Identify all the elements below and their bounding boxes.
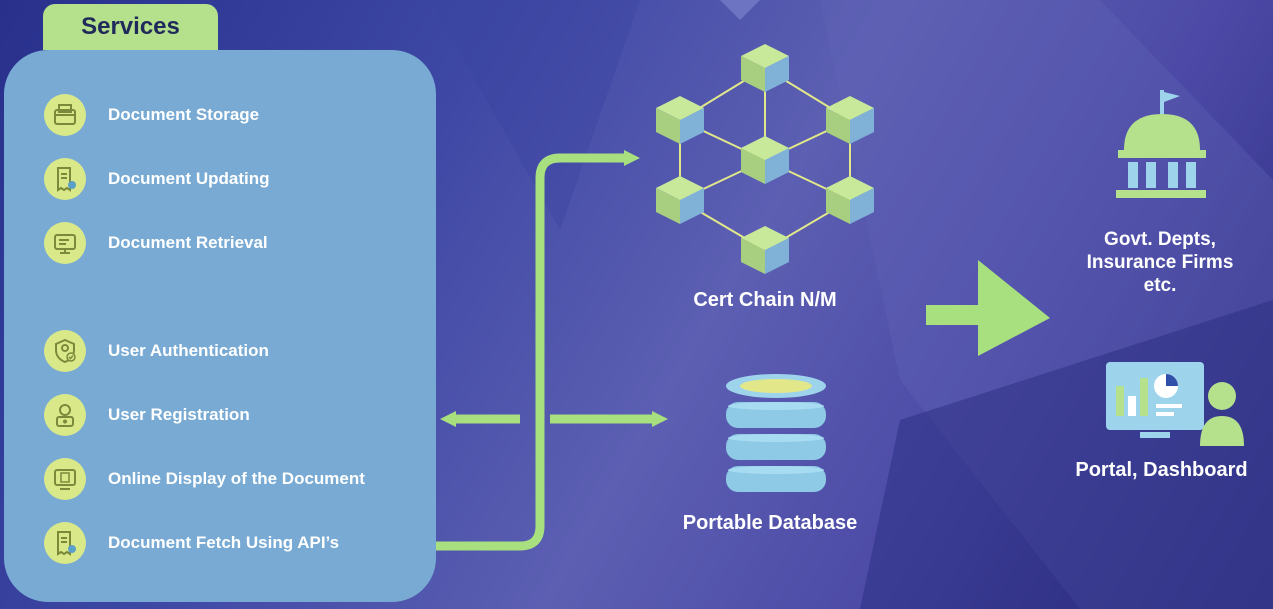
blockchain-label: Cert Chain N/M	[693, 289, 837, 311]
service-label: Document Fetch Using API’s	[108, 533, 340, 552]
service-label: Document Storage	[108, 105, 260, 124]
arrowhead-to-chain	[624, 150, 640, 166]
big-arrow-right	[926, 260, 1050, 356]
govt-label-line: Insurance Firms	[1086, 252, 1234, 273]
service-label: User Authentication	[108, 341, 269, 360]
government-building-icon	[1116, 90, 1206, 198]
document-fetch-api-icon	[44, 522, 86, 564]
online-display-icon	[44, 458, 86, 500]
service-item-document-fetch-api[interactable]: Document Fetch Using API’s	[44, 522, 340, 564]
services-title: Services	[43, 4, 218, 50]
service-label: Document Retrieval	[108, 233, 268, 252]
document-retrieval-icon	[44, 222, 86, 264]
dashboard-icon	[1106, 362, 1244, 446]
service-item-document-storage[interactable]: Document Storage	[44, 94, 260, 136]
database-icon	[726, 374, 826, 492]
portal-dashboard-label: Portal, Dashboard	[1075, 459, 1248, 481]
service-item-user-authentication[interactable]: User Authentication	[44, 330, 269, 372]
database-label: Portable Database	[682, 512, 858, 534]
document-storage-icon	[44, 94, 86, 136]
service-item-user-registration[interactable]: User Registration	[44, 394, 250, 436]
blockchain-cube	[826, 96, 874, 144]
blockchain-cube	[656, 176, 704, 224]
blockchain-cube	[741, 44, 789, 92]
blockchain-cube	[656, 96, 704, 144]
service-label: Document Updating	[108, 169, 270, 188]
user-authentication-icon	[44, 330, 86, 372]
govt-label: Govt. Depts, Insurance Firms etc.	[1050, 228, 1270, 297]
service-item-document-updating[interactable]: Document Updating	[44, 158, 270, 200]
blockchain-cube	[826, 176, 874, 224]
govt-label-line: Govt. Depts,	[1104, 229, 1216, 250]
govt-label-line: etc.	[1143, 275, 1177, 296]
service-label: User Registration	[108, 405, 250, 424]
blockchain-cube	[741, 226, 789, 274]
services-panel: Document Storage Document Updating Docum…	[4, 50, 436, 602]
blockchain-cube	[741, 136, 789, 184]
service-label: Online Display of the Document	[108, 469, 365, 488]
document-updating-icon	[44, 158, 86, 200]
user-registration-icon	[44, 394, 86, 436]
blockchain-icon	[656, 44, 874, 274]
service-item-document-retrieval[interactable]: Document Retrieval	[44, 222, 268, 264]
service-item-online-display[interactable]: Online Display of the Document	[44, 458, 365, 500]
